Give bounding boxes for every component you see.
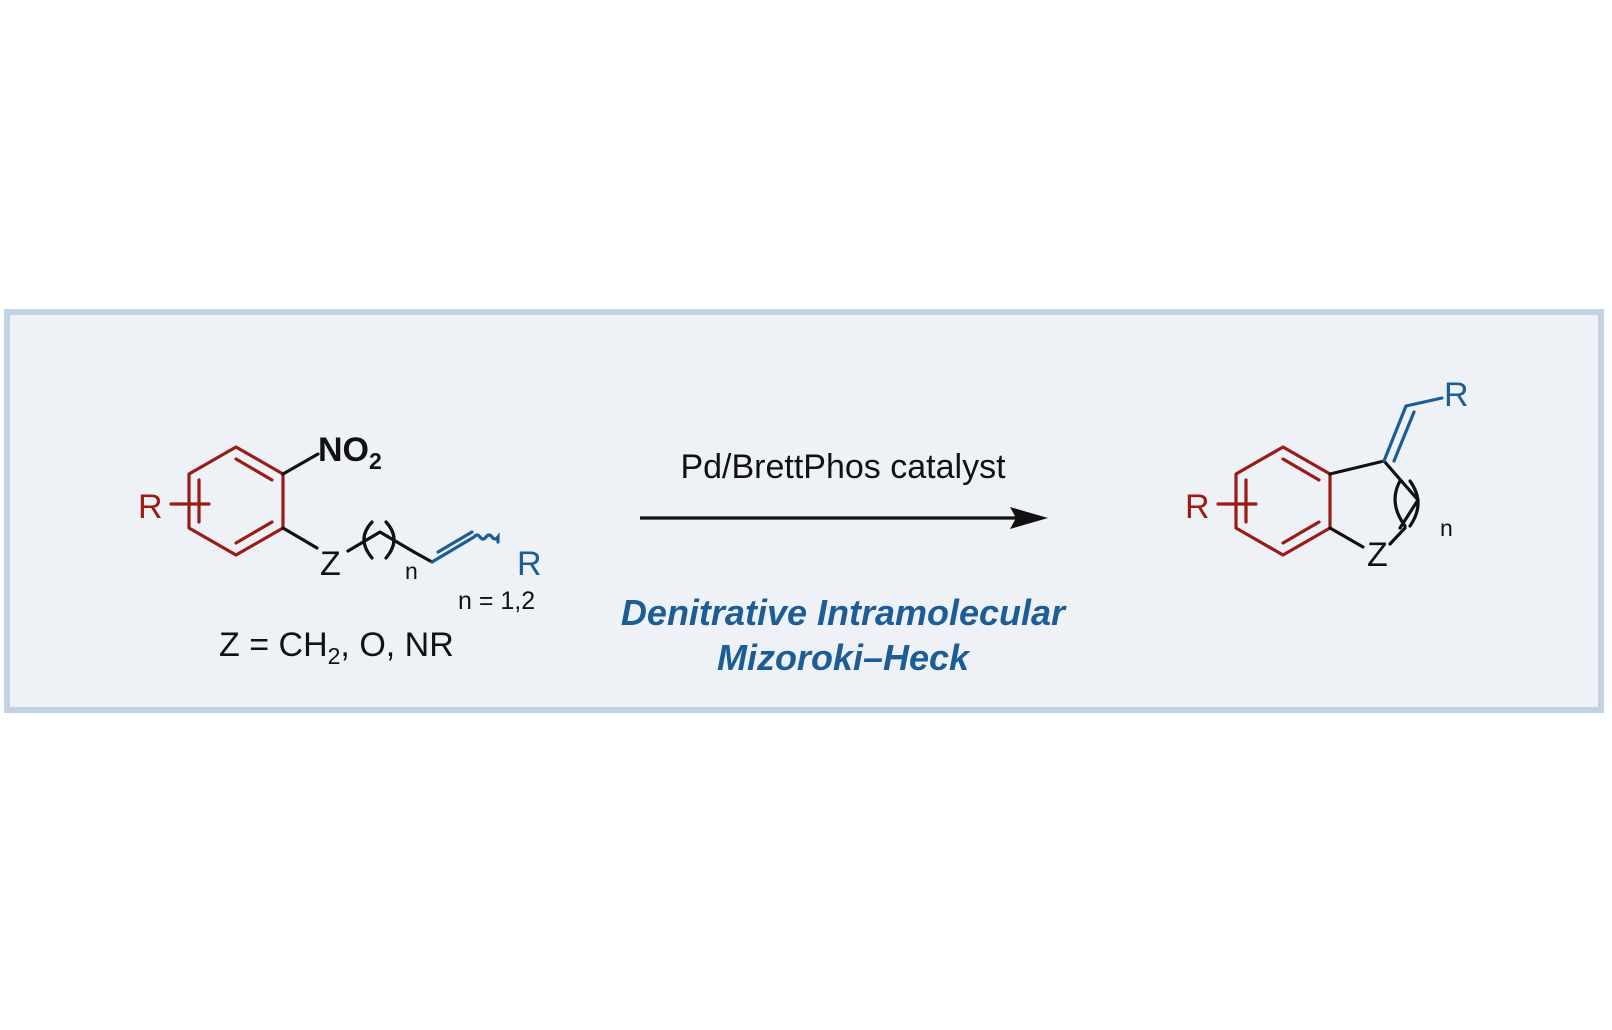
reactant-alkene [430,530,500,564]
reactant-structure: R NO2 Z n R n = 1,2 Z = CH2, O, NR [138,431,542,669]
reactant-nitro-label: NO2 [318,431,382,474]
reaction-arrow-head [1010,507,1048,529]
reaction-conditions: Pd/BrettPhos catalyst [680,448,1006,486]
z-def-subscript: 2 [328,643,341,669]
nitro-main: NO [318,431,369,469]
product-benzene-ring [1216,445,1332,557]
reactant-alkene-substituent: R [517,545,542,583]
product-ring-substituent: R [1185,488,1210,526]
product-linker-atom: Z [1367,536,1388,574]
product-structure: R n Z R [1185,376,1469,574]
reaction-name-line2: Mizoroki–Heck [717,637,971,678]
reactant-n-values: n = 1,2 [458,587,535,615]
reactant-linker-atom: Z [320,545,341,583]
scheme-panel [4,309,1604,713]
reactant-chain-index: n [405,558,418,584]
reactant-z-definition: Z = CH2, O, NR [219,626,454,669]
nitro-subscript: 2 [369,448,382,474]
reactant-linker-bond [281,526,319,550]
product-chain-index: n [1440,515,1453,541]
z-def-prefix: Z = CH [219,626,328,664]
product-alkene [1382,396,1444,463]
reactant-alkyl-chain [346,520,434,564]
reactant-benzene-ring [169,445,285,557]
reactant-ring-substituent: R [138,488,163,526]
product-fused-ring [1328,459,1420,549]
z-def-suffix: , O, NR [340,626,453,664]
reaction-name-line1: Denitrative Intramolecular [621,592,1067,633]
reaction-arrow-group: Pd/BrettPhos catalyst Denitrative Intram… [621,448,1067,678]
reactant-nitro-bond [281,452,320,476]
product-alkene-substituent: R [1444,376,1469,414]
